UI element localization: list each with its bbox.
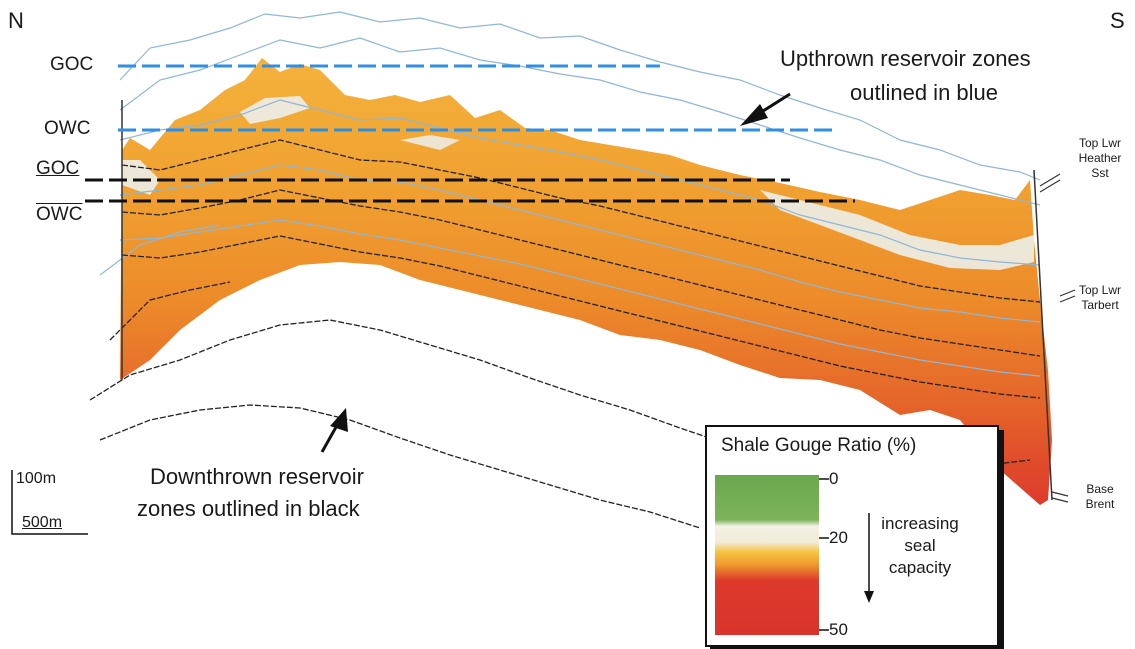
fault-plane-right-edge (1033, 169, 1053, 501)
upthrown-outlines (99, 11, 1041, 377)
upthrown-note-line1: Upthrown reservoir zones (780, 46, 1031, 71)
scale-bar (11, 470, 88, 535)
downthrown-owc-label: OWC (36, 204, 83, 225)
upthrown-arrow (740, 92, 791, 126)
horizon-top-lwr-heather: Top Lwr Heather Sst (1078, 136, 1122, 180)
low-sgr-band-left (122, 160, 160, 195)
legend-tick-50: 50 (829, 620, 848, 639)
upthrown-goc-label: GOC (50, 54, 94, 75)
legend-colorbar (715, 475, 874, 635)
downthrown-note-line1: Downthrown reservoir (150, 464, 364, 489)
legend-title: Shale Gouge Ratio (%) (721, 435, 917, 456)
south-label: S (1110, 8, 1125, 33)
downthrown-arrow (320, 408, 348, 453)
scale-vertical-label: 100m (16, 470, 57, 487)
fault-plane-fill (120, 58, 1052, 505)
downthrown-note-line2: zones outlined in black (137, 496, 360, 521)
horizon-top-lwr-tarbert: Top Lwr Tarbert (1078, 283, 1122, 312)
sgr-legend: Shale Gouge Ratio (%) 0 20 50 increasing… (705, 425, 999, 647)
legend-tick-0: 0 (829, 469, 839, 488)
scale-horizontal-label: 500m (22, 514, 63, 531)
low-sgr-band-mid (400, 135, 460, 150)
upthrown-owc-label: OWC (44, 118, 91, 139)
horizon-ticks (1039, 173, 1076, 503)
legend-note: increasing seal capacity (881, 514, 959, 577)
upthrown-note-line2: outlined in blue (850, 80, 999, 105)
north-label: N (8, 8, 24, 33)
low-sgr-band-right (760, 190, 1034, 270)
downthrown-goc-label: GOC (36, 158, 80, 179)
horizon-base-brent: Base Brent (1085, 482, 1115, 511)
legend-tick-20: 20 (829, 528, 848, 547)
